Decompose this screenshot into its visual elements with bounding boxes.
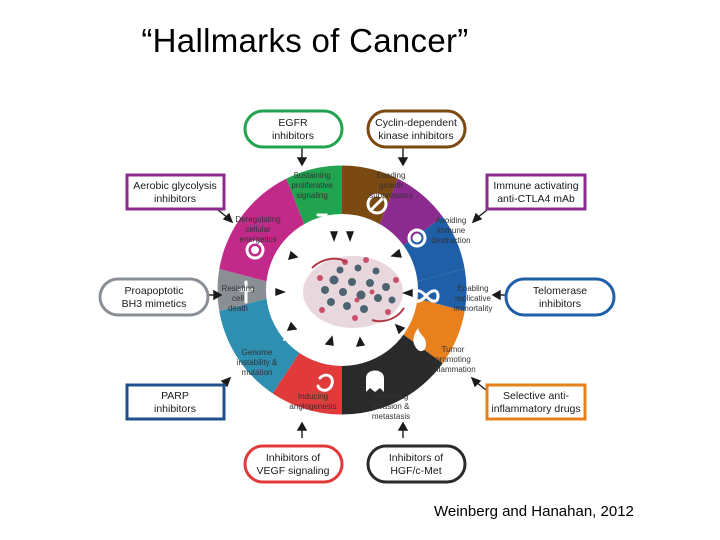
box-telomerase-line1: Telomerase — [533, 285, 587, 297]
segment-proliferative — [286, 164, 342, 227]
label-cell-death-2: cell — [232, 294, 244, 303]
box-telomerase-line2: inhibitors — [539, 298, 581, 310]
segment-genome — [217, 298, 300, 395]
box-parp-line1: PARP — [161, 390, 189, 402]
tumor-illustration — [303, 256, 405, 328]
label-angiogenesis-2: angiogenesis — [289, 402, 336, 411]
segment-energetics — [217, 178, 305, 282]
cross-icon — [238, 280, 254, 304]
box-parp-line2: inhibitors — [154, 403, 196, 415]
label-energetics-2: cellular — [245, 225, 271, 234]
citation: Weinberg and Hanahan, 2012 — [434, 503, 634, 520]
flame-icon — [413, 328, 426, 352]
box-hgf-line2: HGF/c-Met — [390, 465, 441, 477]
segment-immortality — [402, 215, 467, 282]
box-egfr — [243, 109, 344, 149]
label-inflammation-1: Tumor — [442, 345, 465, 354]
slide-title: “Hallmarks of Cancer” — [141, 22, 469, 59]
label-immune-3: destruction — [431, 236, 470, 245]
segment-immune — [379, 178, 444, 246]
box-parp — [125, 383, 226, 421]
label-suppressors-1: Evading — [377, 171, 406, 180]
target-icon — [407, 228, 427, 248]
label-proliferative-1: Sustaining — [293, 171, 330, 180]
label-genome-1: Genome — [242, 348, 273, 357]
label-immortality-2: replicative — [455, 294, 492, 303]
label-immune-1: Avoiding — [436, 216, 467, 225]
label-suppressors-3: suppressors — [369, 191, 413, 200]
box-telomerase — [504, 277, 616, 317]
box-hgf-line1: Inhibitors of — [389, 452, 443, 464]
segment-angiogenesis — [271, 352, 342, 416]
box-egfr-line1: EGFR — [278, 117, 308, 129]
label-inflammation-3: inflammation — [430, 365, 475, 374]
inhibition-arrows — [208, 147, 506, 438]
segment-icons — [238, 193, 440, 392]
label-inflammation-2: promoting — [435, 355, 471, 364]
label-energetics-1: Deregulating — [235, 215, 280, 224]
label-invasion-3: metastasis — [372, 412, 410, 421]
label-genome-3: mutation — [242, 368, 273, 377]
label-cell-death-1: Resisting — [222, 284, 255, 293]
box-vegf-line2: VEGF signaling — [257, 465, 330, 477]
label-energetics-3: energetics — [240, 235, 277, 244]
box-vegf — [243, 444, 344, 484]
box-bh3-line1: Proapoptotic — [125, 285, 184, 297]
label-proliferative-3: signaling — [296, 191, 328, 200]
label-immortality-3: immortality — [454, 304, 493, 313]
label-cell-death-3: death — [228, 304, 248, 313]
box-antiinflam — [485, 383, 587, 421]
ghost-icon — [366, 370, 384, 392]
box-bh3-line2: BH3 mimetics — [122, 298, 187, 310]
label-angiogenesis-1: Inducing — [298, 392, 328, 401]
dna-icon — [279, 321, 307, 347]
box-glycolysis-line2: inhibitors — [154, 193, 196, 205]
box-hgf — [366, 444, 467, 484]
label-suppressors-2: growth — [379, 181, 403, 190]
box-antiinflam-line2: inflammatory drugs — [491, 403, 580, 415]
label-immune-2: immune — [437, 226, 466, 235]
label-proliferative-2: proliferative — [291, 181, 333, 190]
vessel-icon — [316, 373, 334, 392]
label-immortality-1: Enabling — [457, 284, 488, 293]
atom-icon — [245, 240, 265, 260]
box-glycolysis — [125, 173, 226, 211]
box-glycolysis-line1: Aerobic glycolysis — [133, 180, 216, 192]
infinity-icon — [412, 289, 440, 303]
box-immune-line2: anti-CTLA4 mAb — [497, 193, 575, 205]
box-cdk-line1: Cyclin-dependent — [375, 117, 457, 129]
drug-boxes: EGFR inhibitors Cyclin-dependent kinase … — [98, 109, 616, 484]
prohibited-icon — [366, 193, 388, 215]
hallmark-ring — [214, 162, 470, 418]
label-genome-2: instability & — [237, 358, 278, 367]
box-immune — [485, 173, 587, 211]
label-invasion-1: Activating — [374, 392, 409, 401]
box-egfr-line2: inhibitors — [272, 130, 314, 142]
box-cdk-line2: kinase inhibitors — [378, 130, 453, 142]
box-antiinflam-line1: Selective anti- — [503, 390, 569, 402]
segment-inflammation — [402, 298, 467, 365]
arrow-up-icon — [308, 213, 328, 237]
segment-invasion — [342, 334, 444, 416]
box-vegf-line1: Inhibitors of — [266, 452, 320, 464]
box-bh3 — [98, 277, 210, 317]
box-cdk — [366, 109, 467, 149]
label-invasion-2: invasion & — [373, 402, 411, 411]
hallmark-labels: Sustaining proliferative signaling Evadi… — [222, 171, 493, 421]
box-immune-line1: Immune activating — [493, 180, 578, 192]
